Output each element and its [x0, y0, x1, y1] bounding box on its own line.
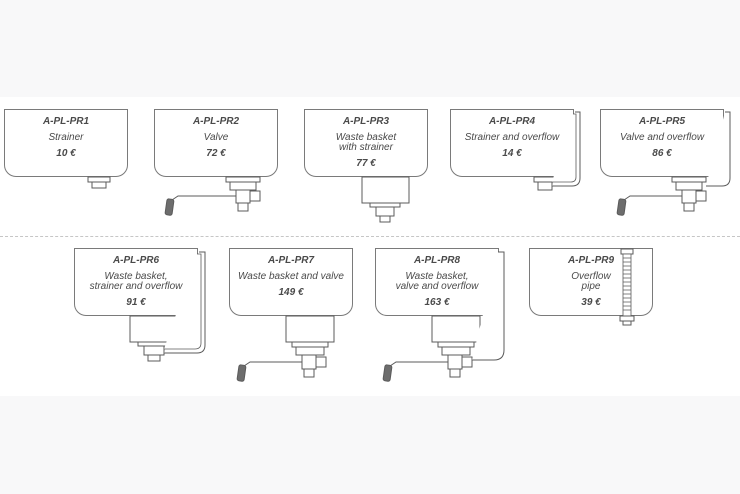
- product-name: Waste basket and valve: [238, 271, 344, 282]
- product-code: A-PL-PR5: [638, 116, 686, 127]
- product-price: 77 €: [356, 158, 376, 169]
- product-price: 149 €: [278, 287, 304, 298]
- product-card-pr4[interactable]: A-PL-PR4 Strainer and overflow 14 €: [450, 109, 574, 177]
- product-card-pr8[interactable]: A-PL-PR8 Waste basket, valve and overflo…: [375, 248, 499, 316]
- product-code: A-PL-PR1: [42, 116, 90, 127]
- product-name: Strainer: [48, 132, 84, 143]
- product-price: 86 €: [652, 148, 672, 159]
- product-code: A-PL-PR4: [488, 116, 536, 127]
- product-name: Waste basket with strainer: [335, 132, 397, 153]
- product-card-pr9[interactable]: A-PL-PR9 Overflow pipe 39 €: [529, 248, 653, 316]
- product-card-pr5[interactable]: A-PL-PR5 Valve and overflow 86 €: [600, 109, 724, 177]
- product-code: A-PL-PR7: [267, 255, 315, 266]
- product-code: A-PL-PR2: [192, 116, 240, 127]
- product-name: Valve and overflow: [619, 132, 705, 143]
- product-card-pr2[interactable]: A-PL-PR2 Valve 72 €: [154, 109, 278, 177]
- product-code: A-PL-PR3: [342, 116, 390, 127]
- product-price: 39 €: [581, 297, 601, 308]
- product-name: Strainer and overflow: [464, 132, 560, 143]
- product-code: A-PL-PR8: [413, 255, 461, 266]
- product-card-pr6[interactable]: A-PL-PR6 Waste basket, strainer and over…: [74, 248, 198, 316]
- product-code: A-PL-PR6: [112, 255, 160, 266]
- product-price: 14 €: [502, 148, 522, 159]
- product-name: Valve: [203, 132, 229, 143]
- product-card-pr3[interactable]: A-PL-PR3 Waste basket with strainer 77 €: [304, 109, 428, 177]
- product-price: 91 €: [126, 297, 146, 308]
- product-card-pr1[interactable]: A-PL-PR1 Strainer 10 €: [4, 109, 128, 177]
- row-divider: [0, 236, 740, 237]
- product-name: Waste basket, strainer and overflow: [89, 271, 183, 292]
- product-card-pr7[interactable]: A-PL-PR7 Waste basket and valve 149 €: [229, 248, 353, 316]
- product-price: 10 €: [56, 148, 76, 159]
- product-code: A-PL-PR9: [567, 255, 615, 266]
- product-name: Waste basket, valve and overflow: [395, 271, 479, 292]
- product-price: 72 €: [206, 148, 226, 159]
- product-name: Overflow pipe: [571, 271, 611, 292]
- product-price: 163 €: [424, 297, 450, 308]
